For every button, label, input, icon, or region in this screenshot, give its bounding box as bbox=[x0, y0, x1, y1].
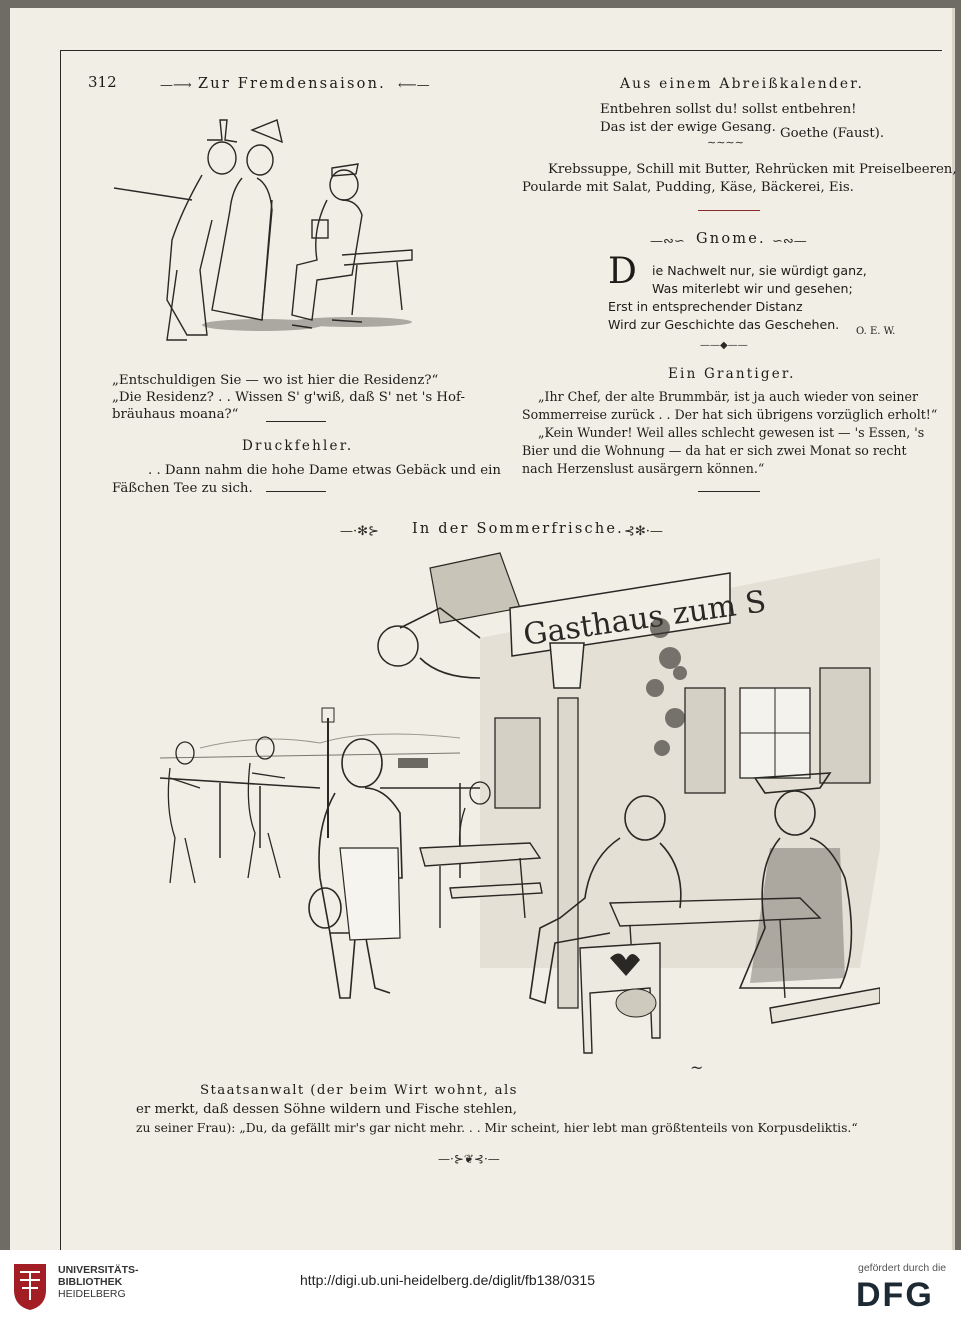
permalink-url[interactable]: http://digi.ub.uni-heidelberg.de/diglit/… bbox=[300, 1272, 595, 1288]
kalender-verse-line-2: Das ist der ewige Gesang. bbox=[600, 120, 776, 135]
heidelberg-seal-icon bbox=[14, 1264, 46, 1310]
kalender-attribution: Goethe (Faust). bbox=[780, 126, 885, 141]
fremdensaison-caption-line-1: „Entschuldigen Sie — wo ist hier die Res… bbox=[112, 373, 439, 388]
title-ornament-right: ⟵— bbox=[398, 78, 430, 93]
page-frame bbox=[60, 50, 942, 1250]
funding-note: gefördert durch die bbox=[858, 1262, 947, 1274]
sommerfrische-ornament-left: —·✻⊱ bbox=[340, 524, 379, 539]
fremdensaison-drawing bbox=[113, 119, 413, 341]
section-rule bbox=[698, 210, 760, 212]
wavy-divider: ∼∼∼∼ bbox=[707, 136, 744, 149]
fremdensaison-title: Zur Fremdensaison. bbox=[198, 76, 386, 92]
fremdensaison-illustration bbox=[112, 100, 432, 360]
grantiger-line-4: Bier und die Wohnung — da hat er sich zw… bbox=[522, 443, 907, 458]
fremdensaison-caption-line-3: bräuhaus moana?“ bbox=[112, 407, 239, 422]
gnome-line-4: Wird zur Geschichte das Geschehen. bbox=[608, 317, 840, 332]
kalender-menu-line-1: Krebssuppe, Schill mit Butter, Rehrücken… bbox=[548, 162, 957, 177]
kalender-title: Aus einem Abreißkalender. bbox=[620, 76, 865, 92]
gnome-ornament-left: —∾∽ bbox=[650, 234, 685, 249]
closing-ornament: —·⊱❦⊰·— bbox=[438, 1152, 500, 1166]
gnome-line-2: Was miterlebt wir und gesehen; bbox=[652, 281, 853, 296]
sommerfrische-illustration: Gasthaus zum S bbox=[140, 548, 880, 1076]
druckfehler-title: Druckfehler. bbox=[242, 438, 354, 454]
sommerfrische-caption-line-1: Staatsanwalt (der beim Wirt wohnt, als bbox=[200, 1083, 518, 1098]
section-rule bbox=[698, 491, 760, 493]
kalender-verse-line-1: Entbehren sollst du! sollst entbehren! bbox=[600, 102, 857, 117]
gnome-ornament-right: ∽∾— bbox=[772, 234, 807, 249]
fremdensaison-caption-line-2: „Die Residenz? . . Wissen S' g'wiß, daß … bbox=[112, 390, 465, 405]
page-number: 312 bbox=[88, 73, 117, 91]
grantiger-line-5: nach Herzenslust ausärgern können.“ bbox=[522, 461, 765, 476]
gnome-title: Gnome. bbox=[696, 231, 766, 247]
library-name-line-1: UNIVERSITÄTS- bbox=[58, 1264, 139, 1276]
druckfehler-line-1: . . Dann nahm die hohe Dame etwas Gebäck… bbox=[148, 463, 501, 478]
title-ornament-left: —⟶ bbox=[160, 78, 192, 93]
scanned-page: 312 —⟶ Zur Fremdensaison. ⟵— bbox=[0, 0, 961, 1250]
gnome-line-3: Erst in entsprechender Distanz bbox=[608, 299, 803, 314]
grantiger-line-3: „Kein Wunder! Weil alles schlecht gewese… bbox=[538, 425, 925, 440]
sommerfrische-drawing: Gasthaus zum S bbox=[159, 552, 880, 1076]
sommerfrische-caption-line-2: er merkt, daß dessen Söhne wildern und F… bbox=[136, 1102, 517, 1117]
kalender-menu-line-2: Poularde mit Salat, Pudding, Käse, Bäcke… bbox=[522, 180, 854, 195]
gnome-signature: O. E. W. bbox=[856, 326, 896, 337]
section-rule bbox=[266, 491, 326, 493]
gnome-initial: D bbox=[608, 251, 637, 292]
druckfehler-line-2: Fäßchen Tee zu sich. bbox=[112, 481, 253, 496]
library-name-line-2: BIBLIOTHEK bbox=[58, 1276, 123, 1288]
gnome-line-1: ie Nachwelt nur, sie würdigt ganz, bbox=[652, 263, 867, 278]
library-name-line-3: HEIDELBERG bbox=[58, 1288, 126, 1300]
section-rule bbox=[266, 421, 326, 423]
ornament-divider: ——◆—— bbox=[700, 340, 748, 351]
footer: UNIVERSITÄTS- BIBLIOTHEK HEIDELBERG http… bbox=[0, 1250, 961, 1322]
artist-signature: ~ bbox=[690, 1058, 703, 1076]
grantiger-line-1: „Ihr Chef, der alte Brummbär, ist ja auc… bbox=[538, 389, 919, 404]
dfg-logo: DFG bbox=[856, 1276, 934, 1314]
grantiger-line-2: Sommerreise zurück . . Der hat sich übri… bbox=[522, 407, 938, 422]
university-logo bbox=[10, 1260, 50, 1312]
sommerfrische-ornament-right: ⊰✻·— bbox=[624, 524, 663, 539]
sommerfrische-caption-line-3: zu seiner Frau): „Du, da gefällt mir's g… bbox=[136, 1121, 858, 1135]
grantiger-title: Ein Grantiger. bbox=[668, 366, 796, 382]
sommerfrische-title: In der Sommerfrische. bbox=[412, 521, 624, 537]
